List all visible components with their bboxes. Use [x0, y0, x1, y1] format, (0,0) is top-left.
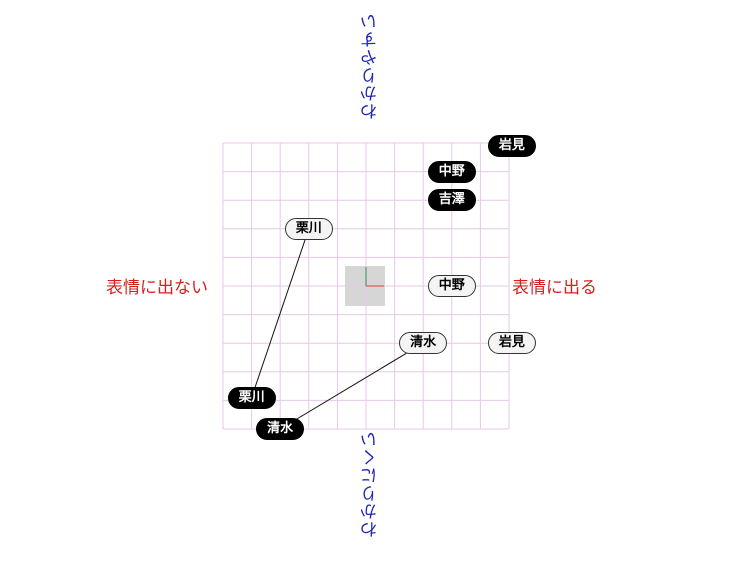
name-tag-white[interactable]: 栗川: [284, 217, 333, 240]
name-tag-white[interactable]: 清水: [399, 332, 448, 355]
axis-label-top: わかりやすい: [361, 12, 381, 120]
name-tag-white[interactable]: 岩見: [487, 332, 536, 355]
name-tag-black[interactable]: 清水: [256, 418, 305, 440]
link-line: [279, 342, 424, 430]
name-tag-black[interactable]: 岩見: [487, 134, 536, 157]
axis-label-bottom: わかりにくい: [361, 430, 381, 538]
name-tag-black[interactable]: 中野: [427, 160, 476, 183]
link-line: [251, 228, 310, 398]
name-tag-white[interactable]: 中野: [427, 275, 476, 297]
name-tag-black[interactable]: 吉澤: [427, 189, 476, 212]
axis-label-right: 表情に出る: [512, 278, 597, 298]
name-tag-black[interactable]: 栗川: [227, 386, 276, 409]
axis-label-left: 表情に出ない: [106, 278, 208, 298]
